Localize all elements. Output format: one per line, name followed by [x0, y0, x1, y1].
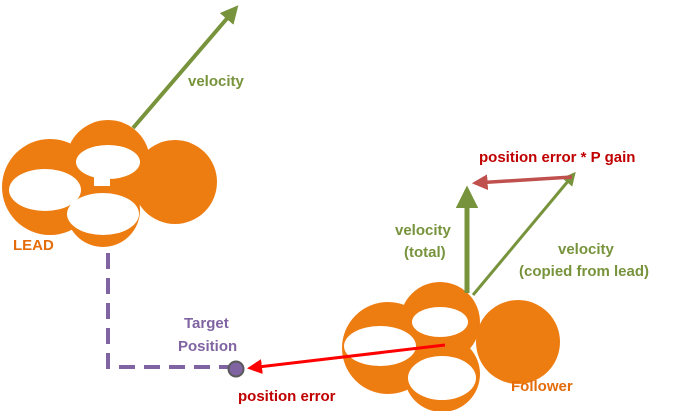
target-position-label-line1: Target: [184, 315, 229, 332]
velocity-total-label-line2: (total): [404, 244, 446, 261]
lead-quadcopter-icon: [2, 120, 217, 247]
lead-velocity-label: velocity: [188, 73, 245, 90]
position-error-label: position error: [238, 388, 336, 405]
velocity-copied-label-line2: (copied from lead): [519, 263, 649, 280]
velocity-copied-label-line1: velocity: [558, 241, 615, 258]
follower-label: Follower: [511, 378, 573, 395]
lead-label: LEAD: [13, 237, 54, 254]
position-error-arrow: [247, 343, 446, 375]
copied-velocity-arrow: [471, 171, 576, 296]
lead-to-target-dashed-line: [106, 253, 232, 369]
target-position-marker: [227, 360, 245, 378]
p-term-label: position error * P gain: [479, 149, 635, 166]
lead-velocity-arrow: [131, 5, 239, 130]
target-position-label-line2: Position: [178, 338, 237, 355]
follower-quadcopter-icon: [342, 282, 560, 411]
velocity-total-label-line1: velocity: [395, 222, 452, 239]
p-term-arrow: [471, 174, 573, 191]
